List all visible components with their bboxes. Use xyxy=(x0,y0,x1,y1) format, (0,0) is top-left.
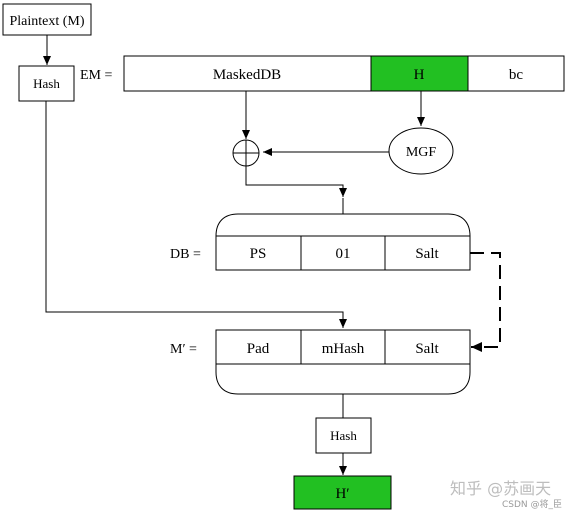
dashed-salt-arrowhead xyxy=(471,342,482,352)
h-prime-node: H′ xyxy=(293,475,392,510)
db-top-brace xyxy=(215,213,471,237)
h-prime-label: H′ xyxy=(335,486,349,502)
m-prime-mhash-label: mHash xyxy=(322,341,365,357)
m-prime-salt-cell xyxy=(384,329,471,365)
xor-icon xyxy=(232,139,260,167)
m-prime-mhash-cell xyxy=(300,329,386,365)
m-prime-prefix: M′ = xyxy=(170,342,197,357)
em-prefix: EM = xyxy=(80,68,113,83)
hash-top-label: Hash xyxy=(33,76,60,91)
db-block: PS 01 Salt xyxy=(215,235,471,271)
plaintext-node: Plaintext (M) xyxy=(2,3,92,36)
em-bc-label: bc xyxy=(509,67,524,83)
db-prefix: DB = xyxy=(170,247,201,262)
db-01-label: 01 xyxy=(336,246,351,262)
m-prime-bottom-brace xyxy=(215,364,471,395)
watermark-sub: CSDN @将_臣 xyxy=(502,499,562,510)
m-prime-pad-label: Pad xyxy=(247,341,270,357)
plaintext-label: Plaintext (M) xyxy=(9,14,84,29)
em-masked-db-label: MaskedDB xyxy=(213,67,281,83)
em-bc-cell xyxy=(467,55,565,92)
m-prime-block: Pad mHash Salt xyxy=(215,329,471,365)
arrow-xor-to-db xyxy=(245,166,347,197)
dashed-salt-path xyxy=(470,252,501,348)
db-ps-label: PS xyxy=(250,246,267,262)
db-salt-label: Salt xyxy=(415,246,439,262)
mgf-node: MGF xyxy=(388,127,454,175)
watermark-main: 知乎 @苏画天 xyxy=(450,479,551,498)
db-01-cell xyxy=(300,235,386,271)
arrow-hash-to-mhash xyxy=(45,101,347,328)
mgf-label: MGF xyxy=(406,145,437,160)
hash-bottom-label: Hash xyxy=(330,428,357,443)
hash-node-top: Hash xyxy=(18,65,75,102)
m-prime-salt-label: Salt xyxy=(415,341,439,357)
hash-node-bottom: Hash xyxy=(315,417,372,454)
db-ps-cell xyxy=(215,235,302,271)
em-h-label: H xyxy=(414,67,425,83)
em-masked-db-cell xyxy=(123,55,372,92)
em-block: MaskedDB H bc xyxy=(123,55,565,92)
